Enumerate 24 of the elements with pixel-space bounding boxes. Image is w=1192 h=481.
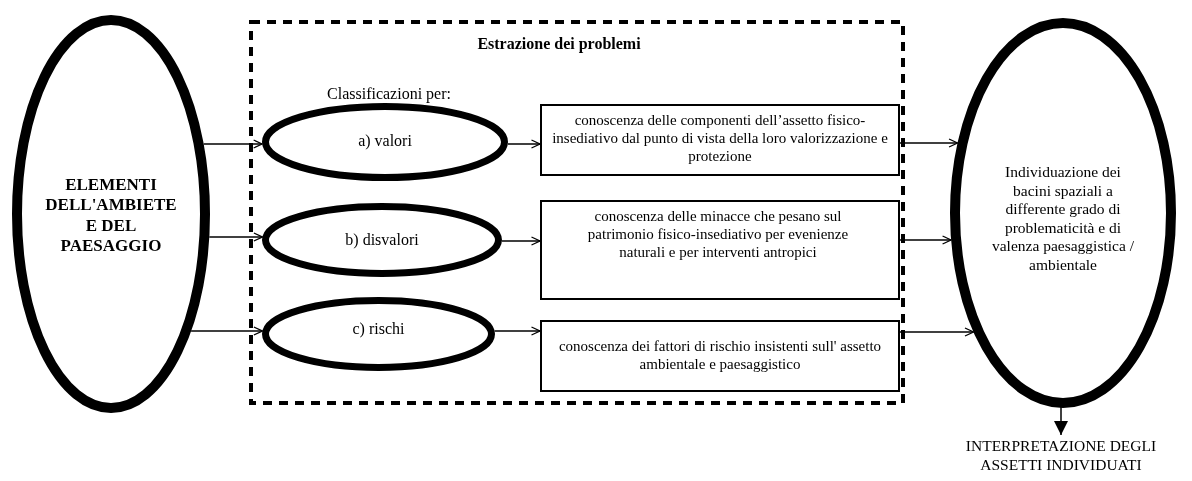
- arrow: [493, 326, 541, 336]
- node-label: c) rischi: [351, 319, 406, 339]
- text-box: conoscenza delle minacce che pesano sul patrimonio fisico-insediativo per evenienze naturali e per interventi antropici: [540, 200, 900, 300]
- text-label: INTERPRETAZIONE DEGLI ASSETTI INDIVIDUATI: [951, 437, 1171, 481]
- arrow: [202, 139, 263, 149]
- arrow: [501, 236, 541, 246]
- dashed-group-box: [249, 20, 905, 405]
- text-box: conoscenza delle componenti dell’assetto fisico-insediativo dal punto di vista della loro valorizzazione e protezione: [540, 104, 900, 176]
- node-label: a) valori: [357, 131, 413, 151]
- ellipse-node: [12, 15, 210, 413]
- ellipse-node: [262, 103, 508, 181]
- group-heading: Estrazione dei problemi: [476, 34, 642, 54]
- arrow: [190, 326, 264, 336]
- node-label: Individuazione dei bacini spaziali a differente grado di problematicità e di valenza paesaggistica / ambientale: [991, 163, 1135, 275]
- arrow: [1054, 406, 1068, 436]
- text-box: conoscenza dei fattori di rischio insistenti sull' assetto ambientale e paesaggistico: [540, 320, 900, 392]
- ellipse-node: [262, 297, 495, 371]
- ellipse-node: [262, 203, 502, 277]
- ellipse-node: [950, 18, 1176, 408]
- node-label: b) disvalori: [344, 230, 420, 250]
- node-label: ELEMENTI DELL'AMBIETE E DEL PAESAGGIO: [44, 175, 178, 257]
- arrow: [208, 232, 264, 242]
- group-subheading: Classificazioni per:: [326, 84, 452, 104]
- arrow: [507, 139, 541, 149]
